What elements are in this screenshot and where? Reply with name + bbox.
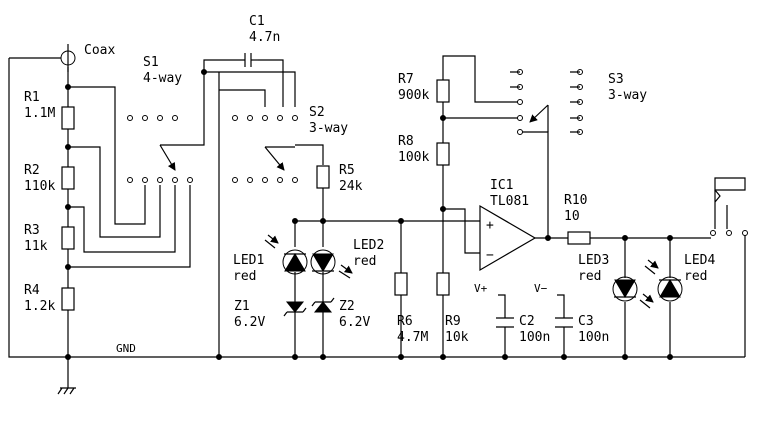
r5-name: R5 — [339, 163, 355, 178]
r8-value: 100k — [398, 150, 429, 165]
gnd-label: GND — [116, 342, 136, 355]
r10-name: R10 — [564, 193, 587, 208]
resistor-r10 — [567, 231, 591, 245]
resistor-r7 — [436, 79, 450, 103]
resistor-r6 — [394, 272, 408, 296]
led2-color: red — [353, 254, 376, 269]
r9-value: 10k — [445, 330, 469, 345]
vminus-label: V− — [534, 282, 548, 295]
junctions — [65, 69, 673, 360]
r3-name: R3 — [24, 223, 40, 238]
led4-name: LED4 — [684, 253, 715, 268]
r4-name: R4 — [24, 283, 40, 298]
resistor-r8 — [436, 142, 450, 166]
c2-value: 100n — [519, 330, 550, 345]
c1-name: C1 — [249, 14, 265, 29]
led1-color: red — [233, 269, 256, 284]
s1-name: S1 — [143, 55, 159, 70]
resistor-r5 — [316, 165, 330, 189]
c3-value: 100n — [578, 330, 609, 345]
r9-name: R9 — [445, 314, 461, 329]
r7-name: R7 — [398, 72, 414, 87]
switch-s1 — [127, 115, 193, 183]
c3-name: C3 — [578, 314, 594, 329]
led-led2 — [310, 249, 352, 278]
r2-value: 110k — [24, 179, 55, 194]
opamp-plus-sign: + — [486, 218, 494, 233]
s3-type: 3-way — [608, 88, 647, 103]
led2-name: LED2 — [353, 238, 384, 253]
r4-value: 1.2k — [24, 299, 55, 314]
resistor-r2 — [61, 166, 75, 190]
capacitor-c3 — [555, 317, 573, 328]
s3-name: S3 — [608, 72, 624, 87]
coax-label: Coax — [84, 43, 115, 58]
r5-value: 24k — [339, 179, 363, 194]
led-led1 — [264, 234, 308, 275]
resistors — [61, 79, 591, 311]
switch-s3 — [510, 69, 583, 135]
coax-connector — [60, 44, 76, 72]
ic1-value: TL081 — [490, 194, 529, 209]
ic1-name: IC1 — [490, 178, 513, 193]
resistor-r4 — [61, 287, 75, 311]
zener-z1 — [283, 301, 307, 317]
resistor-r9 — [436, 272, 450, 296]
opamp-ic1: + − — [479, 204, 537, 272]
wiring — [8, 55, 746, 388]
r3-value: 11k — [24, 239, 48, 254]
led3-name: LED3 — [578, 253, 609, 268]
z1-value: 6.2V — [234, 315, 265, 330]
opamp-minus-sign: − — [486, 248, 494, 263]
capacitor-c2 — [496, 317, 514, 328]
resistor-r3 — [61, 226, 75, 250]
capacitors — [244, 53, 573, 328]
c1-value: 4.7n — [249, 30, 280, 45]
output-jack — [710, 189, 748, 236]
led3-color: red — [578, 269, 601, 284]
ground-symbol — [57, 387, 76, 395]
c2-name: C2 — [519, 314, 535, 329]
z2-value: 6.2V — [339, 315, 370, 330]
switch-s2 — [232, 115, 298, 183]
r10-value: 10 — [564, 209, 580, 224]
led1-name: LED1 — [233, 253, 264, 268]
led-led3 — [612, 276, 653, 308]
s2-name: S2 — [309, 105, 325, 120]
r1-name: R1 — [24, 90, 40, 105]
resistor-r1 — [61, 106, 75, 130]
led-led4 — [644, 259, 683, 302]
vplus-label: V+ — [474, 282, 488, 295]
s1-type: 4-way — [143, 71, 182, 86]
capacitor-c1 — [244, 53, 258, 67]
r7-value: 900k — [398, 88, 429, 103]
z1-name: Z1 — [234, 299, 250, 314]
r1-value: 1.1M — [24, 106, 55, 121]
z2-name: Z2 — [339, 299, 355, 314]
s2-type: 3-way — [309, 121, 348, 136]
r6-name: R6 — [397, 314, 413, 329]
r8-name: R8 — [398, 134, 414, 149]
zener-z2 — [311, 297, 335, 313]
r6-value: 4.7M — [397, 330, 428, 345]
component-labels: Coax C1 4.7n S1 4-way S2 3-way S3 3-way … — [24, 14, 715, 355]
r2-name: R2 — [24, 163, 40, 178]
led4-color: red — [684, 269, 707, 284]
